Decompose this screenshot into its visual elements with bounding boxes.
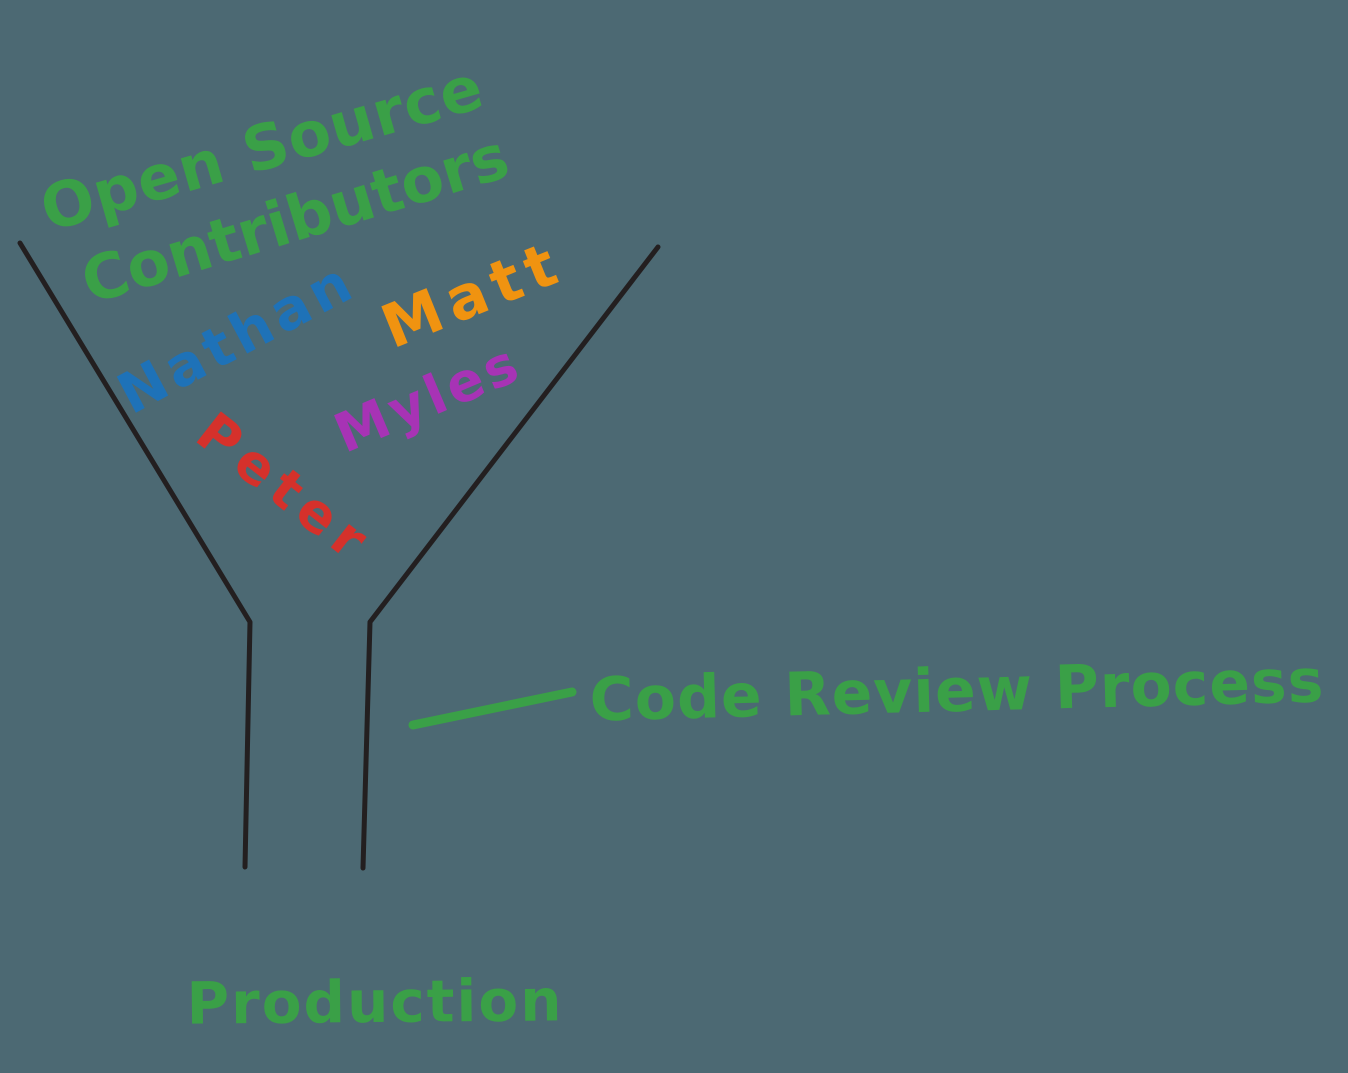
production-label: Production (186, 966, 564, 1038)
funnel-right-edge (360, 244, 661, 871)
annotation-pointer-line (408, 687, 577, 730)
funnel-left-edge (17, 240, 253, 870)
